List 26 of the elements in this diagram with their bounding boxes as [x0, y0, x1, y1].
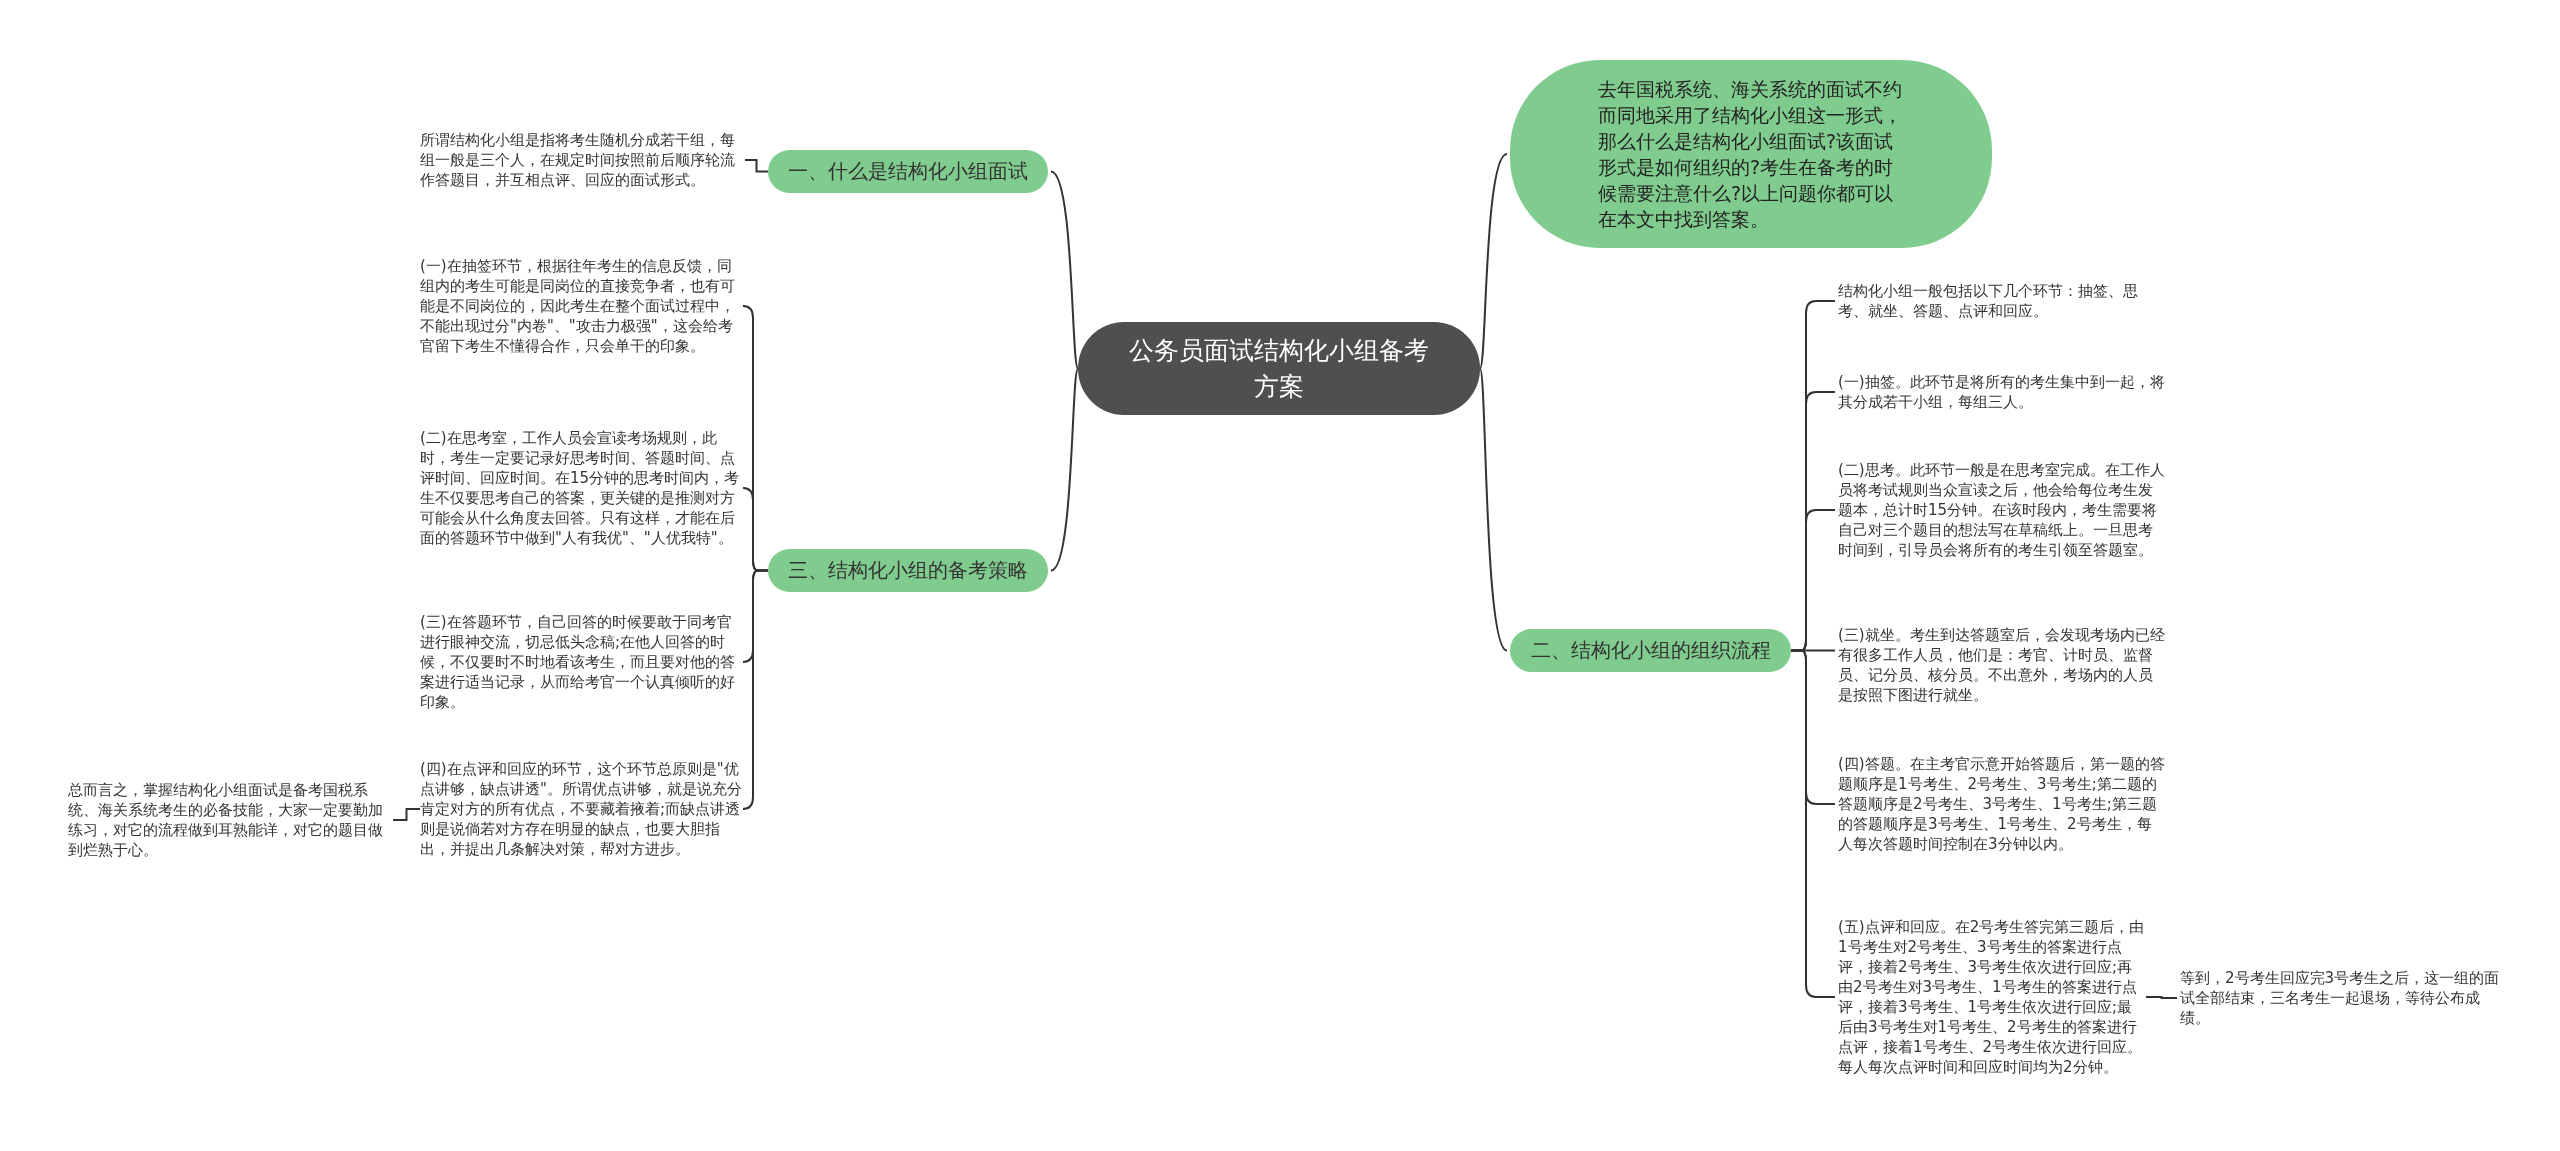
note-text: 总而言之，掌握结构化小组面试是备考国税系统、海关系统考生的必备技能，大家一定要勤加练习，对它的流程做到耳熟能详，对它的题目做到烂熟于心。: [68, 780, 390, 860]
topic-pill: 三、结构化小组的备考策略: [768, 549, 1048, 592]
connector-line: [742, 569, 769, 810]
connector-line: [744, 159, 769, 173]
topic-pill: 二、结构化小组的组织流程: [1510, 629, 1791, 672]
connector-line: [2145, 996, 2178, 999]
note-text: (二)思考。此环节一般是在思考室完成。在工作人员将考试规则当众宣读之后，他会给每位考生发题本，总计时15分钟。在该时段内，考生需要将自己对三个题目的想法写在草稿纸上。一旦思考时间到，引导员会将所有的考生引领至答题室。: [1838, 460, 2166, 560]
note-text: (三)就坐。考生到达答题室后，会发现考场内已经有很多工作人员，他们是：考官、计时员、监督员、记分员、核分员。不出意外，考场内的人员是按照下图进行就坐。: [1838, 625, 2166, 705]
intro-bubble: 去年国税系统、海关系统的面试不约而同地采用了结构化小组这一形式，那么什么是结构化小组面试?该面试形式是如何组织的?考生在备考的时候需要注意什么?以上问题你都可以在本文中找到答案。: [1510, 60, 1992, 248]
connector-line: [392, 808, 421, 821]
note-text: 所谓结构化小组是指将考生随机分成若干组，每组一般是三个人，在规定时间按照前后顺序轮流作答题目，并互相点评、回应的面试形式。: [420, 130, 742, 190]
connector-line: [1050, 170, 1079, 370]
note-text: (四)答题。在主考官示意开始答题后，第一题的答题顺序是1号考生、2号考生、3号考生;第二题的答题顺序是2号考生、3号考生、1号考生;第三题的答题顺序是3号考生、1号考生、2号考生，每人每次答题时间控制在3分钟以内。: [1838, 754, 2166, 854]
central-topic: 公务员面试结构化小组备考方案: [1078, 322, 1480, 415]
connector-line: [1479, 153, 1508, 370]
note-text: 等到，2号考生回应完3号考生之后，这一组的面试全部结束，三名考生一起退场，等待公布成绩。: [2180, 968, 2500, 1028]
note-text: (一)抽签。此环节是将所有的考生集中到一起，将其分成若干小组，每组三人。: [1838, 372, 2166, 412]
topic-pill: 一、什么是结构化小组面试: [768, 150, 1048, 193]
note-text: 结构化小组一般包括以下几个环节：抽签、思考、就坐、答题、点评和回应。: [1838, 281, 2166, 321]
note-text: (五)点评和回应。在2号考生答完第三题后，由1号考生对2号考生、3号考生的答案进行点评，接着2号考生、3号考生依次进行回应;再由2号考生对3号考生、1号考生的答案进行点评，接着3号考生、1号考生依次进行回应;最后由3号考生对1号考生、2号考生的答案进行点评，接着1号考生、2号考生依次进行回应。每人每次点评时间和回应时间均为2分钟。: [1838, 917, 2146, 1077]
note-text: (一)在抽签环节，根据往年考生的信息反馈，同组内的考生可能是同岗位的直接竞争者，也有可能是不同岗位的，因此考生在整个面试过程中，不能出现过分"内卷"、"攻击力极强"，这会给考官留下考生不懂得合作，只会单干的印象。: [420, 256, 742, 356]
note-text: (四)在点评和回应的环节，这个环节总原则是"优点讲够，缺点讲透"。所谓优点讲够，就是说充分肯定对方的所有优点，不要藏着掖着;而缺点讲透则是说倘若对方存在明显的缺点，也要大胆指出，并提出几条解决对策，帮对方进步。: [420, 759, 742, 859]
note-text: (三)在答题环节，自己回答的时候要敢于同考官进行眼神交流，切忌低头念稿;在他人回答的时候，不仅要时不时地看该考生，而且要对他的答案进行适当记录，从而给考官一个认真倾听的好印象。: [420, 612, 742, 712]
note-text: (二)在思考室，工作人员会宣读考场规则，此时，考生一定要记录好思考时间、答题时间、点评时间、回应时间。在15分钟的思考时间内，考生不仅要思考自己的答案，更关键的是推测对方可能会从什么角度去回答。只有这样，才能在后面的答题环节中做到"人有我优"、"人优我特"。: [420, 428, 742, 548]
connector-line: [1479, 367, 1508, 652]
connector-line: [1050, 367, 1079, 572]
